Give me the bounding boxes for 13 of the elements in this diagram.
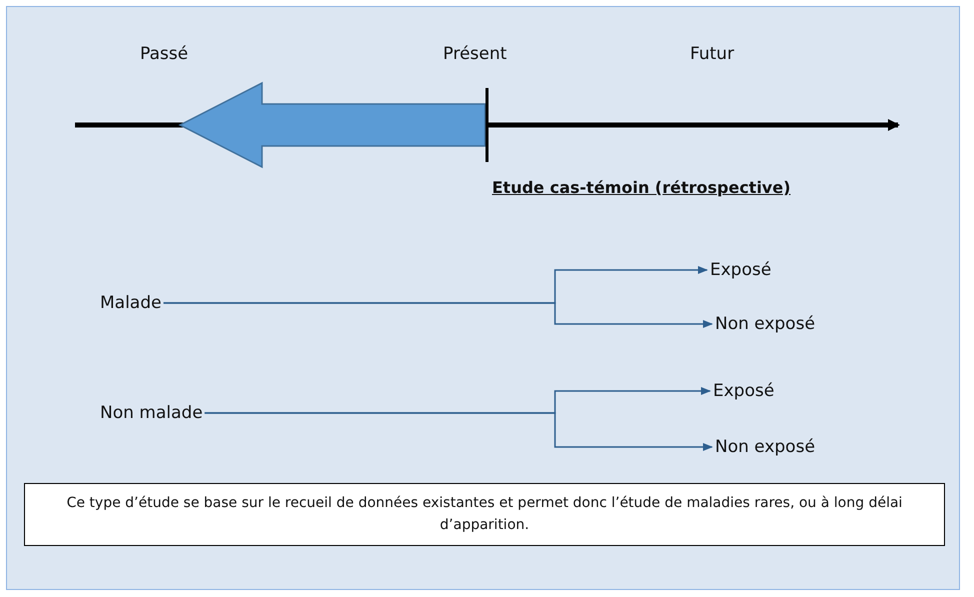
note-box: Ce type d’étude se base sur le recueil de données existantes et permet donc l’étude de maladies rares, ou à long délai d’apparition. [24,483,945,546]
group-label: Malade [100,293,162,313]
arrow [163,302,713,328]
timeline-label: Futur [690,44,734,64]
timeline-label: Passé [140,44,188,64]
outcome-label: Exposé [710,260,772,280]
group-label: Non malade [100,403,203,423]
timeline-label: Présent [443,44,507,64]
heading: Etude cas-témoin (rétrospective) [492,178,791,197]
arrow [204,412,713,451]
outcome-label: Non exposé [715,314,816,334]
outcome-label: Non exposé [715,437,816,457]
outcome-label: Exposé [713,381,774,401]
